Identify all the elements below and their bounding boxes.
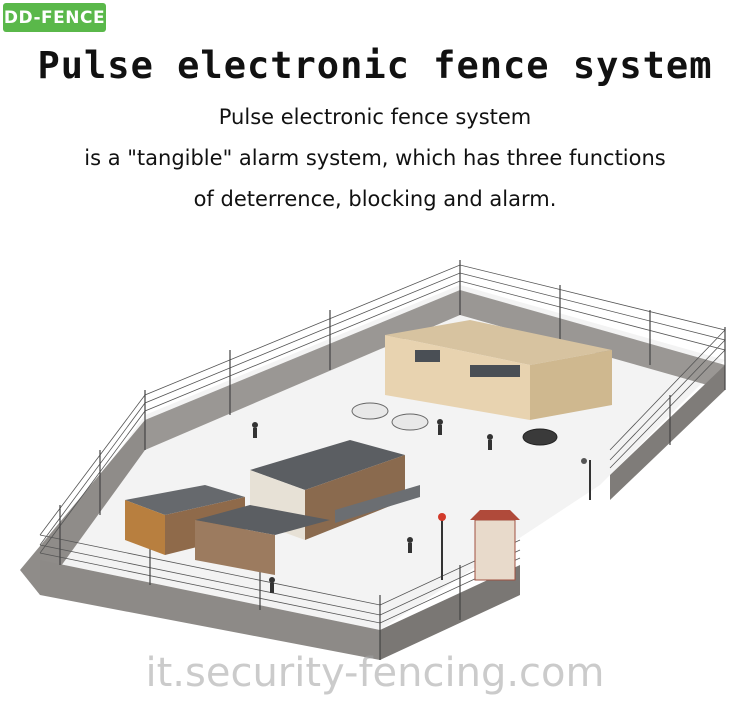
rear-building-window — [470, 365, 520, 377]
brand-logo: DD-FENCE — [3, 3, 106, 32]
rear-building-window — [415, 350, 440, 362]
guard-booth — [474, 519, 516, 581]
car-icon — [391, 413, 429, 431]
wall-left — [20, 420, 145, 595]
garage-roof — [125, 485, 245, 515]
person-icon — [437, 419, 443, 435]
guard-booth-roof — [470, 510, 520, 520]
person-icon — [487, 434, 493, 450]
person-icon — [269, 577, 275, 593]
person-icon — [252, 422, 258, 438]
description-line-3: of deterrence, blocking and alarm. — [193, 187, 557, 211]
canopy — [335, 485, 420, 523]
fence-scene-illustration — [20, 260, 726, 660]
wall-top-left — [145, 290, 460, 450]
annex-wall — [195, 520, 275, 575]
wall-front-right — [380, 565, 520, 660]
alarm-siren-icon — [438, 513, 446, 521]
page-title: Pulse electronic fence system — [37, 44, 713, 87]
wall-front — [40, 560, 380, 660]
person-icon — [407, 537, 413, 553]
watermark: it.security-fencing.com — [145, 650, 605, 696]
annex-roof — [195, 505, 330, 535]
rear-building-side — [530, 350, 612, 420]
description-line-1: Pulse electronic fence system — [218, 105, 532, 129]
car-icon — [351, 402, 389, 420]
fence-posts — [59, 260, 726, 660]
wall-top-right — [460, 290, 725, 390]
car-icon — [522, 428, 558, 446]
front-building-side — [305, 455, 405, 540]
camera-icon — [581, 458, 587, 464]
rear-building-roof — [385, 320, 612, 365]
description-line-2: is a "tangible" alarm system, which has … — [84, 146, 666, 170]
garage-wall — [125, 500, 165, 555]
front-building-roof — [250, 440, 405, 490]
wall-right — [610, 365, 725, 500]
